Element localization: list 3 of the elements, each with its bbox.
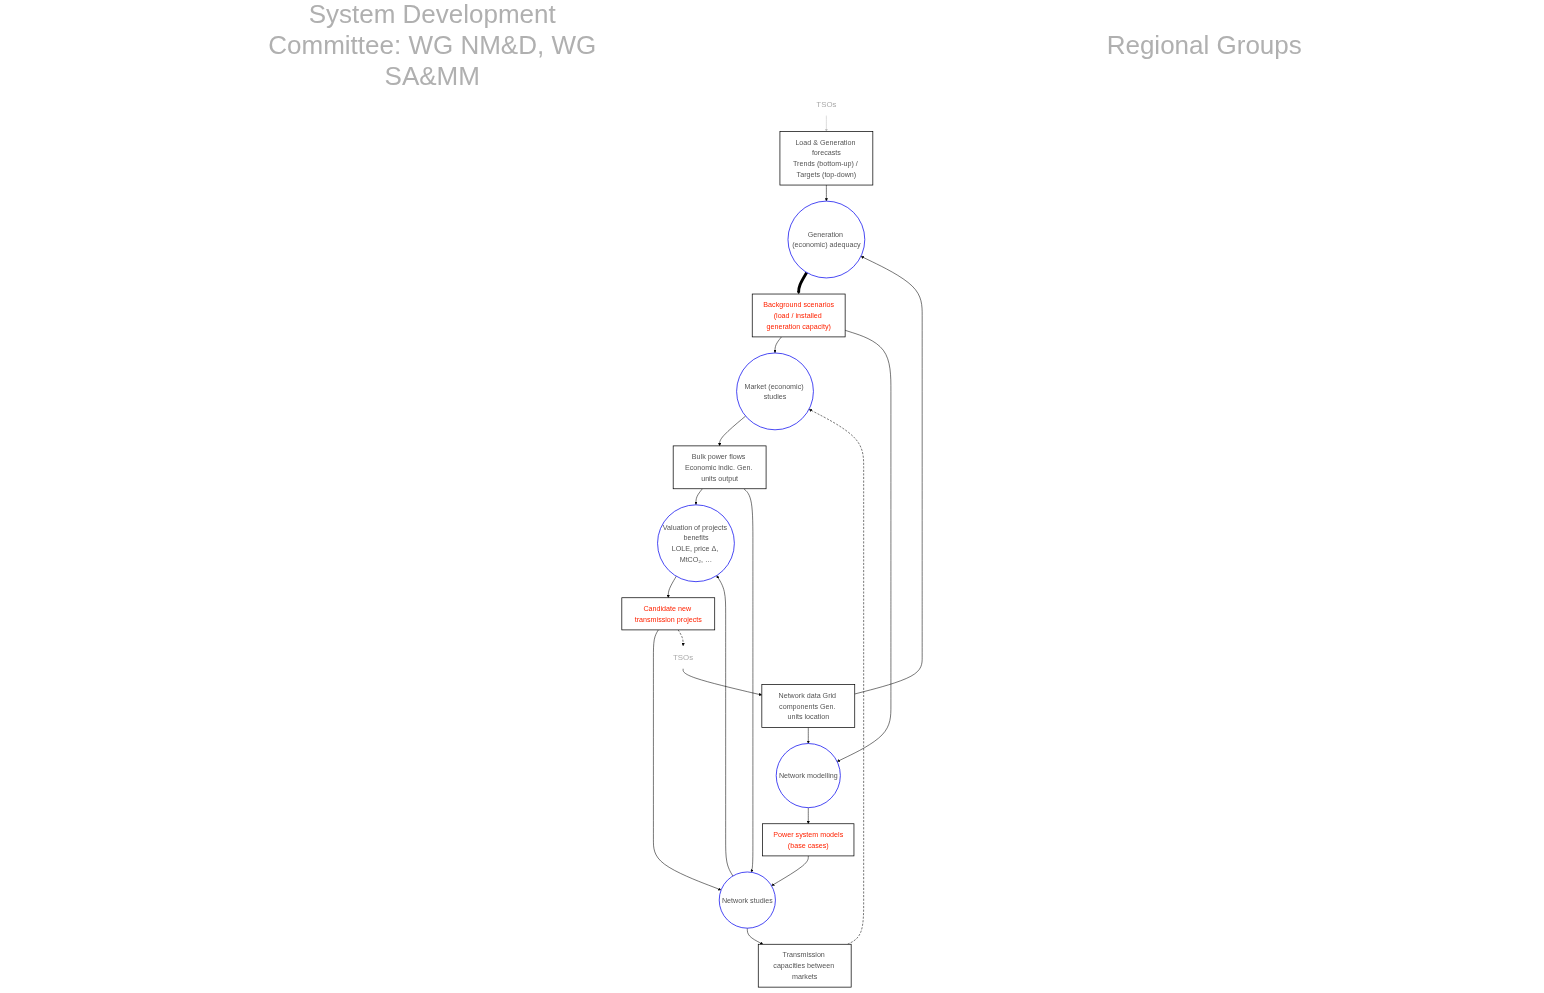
arrow — [797, 271, 808, 295]
group-heading: Regional Groups — [1106, 29, 1302, 61]
group-heading: System Development Committee: WG NM&D, WG SA&MM — [267, 0, 598, 92]
